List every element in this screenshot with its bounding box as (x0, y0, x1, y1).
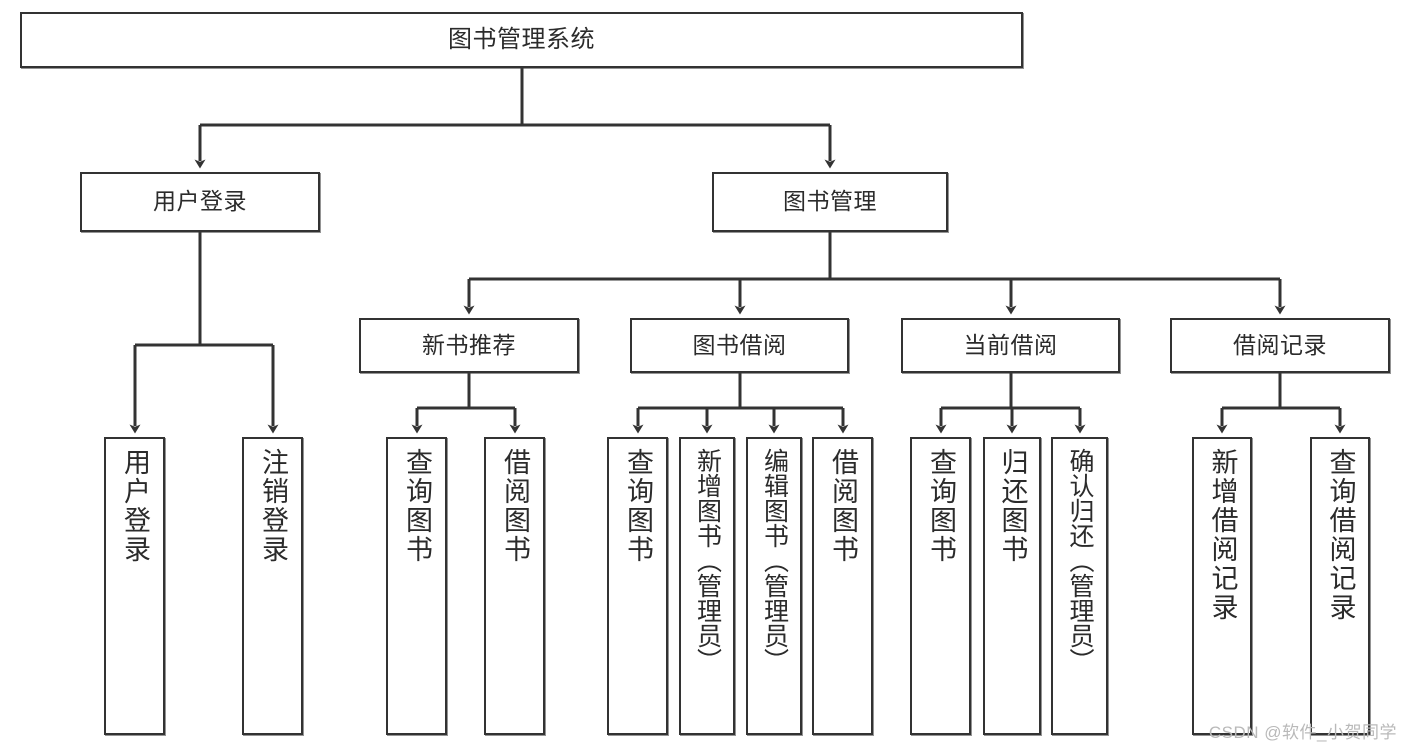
node-leaf-confirm-return-label: 确认归还（管理员） (1066, 448, 1094, 673)
node-leaf-query-book-1[interactable]: 查询图书 (386, 437, 447, 735)
node-leaf-borrow-book-1-label: 借阅图书 (500, 448, 530, 564)
node-root-label: 图书管理系统 (448, 25, 595, 53)
node-leaf-user-login[interactable]: 用户登录 (104, 437, 165, 735)
node-leaf-query-book-2-label: 查询图书 (623, 448, 653, 564)
node-book-manage-label: 图书管理 (783, 188, 877, 215)
node-current-borrow-label: 当前借阅 (963, 331, 1058, 358)
node-leaf-user-login-label: 用户登录 (120, 448, 150, 564)
watermark-text: CSDN @软件_小贺同学 (1208, 723, 1397, 742)
node-new-book-recommend[interactable]: 新书推荐 (359, 318, 579, 373)
node-leaf-edit-book-admin-label: 编辑图书（管理员） (760, 448, 789, 673)
node-leaf-add-book-admin-label: 新增图书（管理员） (693, 448, 722, 673)
node-leaf-edit-book-admin[interactable]: 编辑图书（管理员） (746, 437, 802, 735)
node-borrow-record[interactable]: 借阅记录 (1170, 318, 1390, 373)
node-borrow-record-label: 借阅记录 (1233, 331, 1327, 358)
node-user-login[interactable]: 用户登录 (80, 172, 320, 232)
node-leaf-add-borrow-record-label: 新增借阅记录 (1207, 448, 1238, 622)
node-leaf-query-book-2[interactable]: 查询图书 (607, 437, 668, 735)
node-book-manage[interactable]: 图书管理 (712, 172, 948, 232)
node-leaf-return-book[interactable]: 归还图书 (983, 437, 1041, 735)
node-leaf-query-book-1-label: 查询图书 (402, 448, 432, 564)
node-leaf-add-borrow-record[interactable]: 新增借阅记录 (1192, 437, 1252, 735)
node-leaf-add-book-admin[interactable]: 新增图书（管理员） (679, 437, 735, 735)
node-leaf-query-borrow-record[interactable]: 查询借阅记录 (1310, 437, 1370, 735)
node-user-login-label: 用户登录 (153, 188, 247, 215)
node-root[interactable]: 图书管理系统 (20, 12, 1023, 68)
node-new-book-recommend-label: 新书推荐 (422, 331, 516, 358)
node-leaf-query-borrow-record-label: 查询借阅记录 (1325, 448, 1356, 622)
node-leaf-borrow-book-1[interactable]: 借阅图书 (484, 437, 545, 735)
node-leaf-logout-label: 注销登录 (258, 448, 288, 564)
node-leaf-return-book-label: 归还图书 (997, 448, 1028, 564)
node-leaf-borrow-book-2[interactable]: 借阅图书 (812, 437, 873, 735)
node-leaf-borrow-book-2-label: 借阅图书 (828, 448, 858, 564)
node-book-borrow-label: 图书借阅 (692, 331, 787, 358)
node-leaf-query-book-3-label: 查询图书 (926, 448, 956, 564)
node-book-borrow[interactable]: 图书借阅 (630, 318, 849, 373)
node-leaf-confirm-return[interactable]: 确认归还（管理员） (1051, 437, 1108, 735)
node-leaf-logout[interactable]: 注销登录 (242, 437, 303, 735)
node-current-borrow[interactable]: 当前借阅 (901, 318, 1120, 373)
node-leaf-query-book-3[interactable]: 查询图书 (910, 437, 971, 735)
